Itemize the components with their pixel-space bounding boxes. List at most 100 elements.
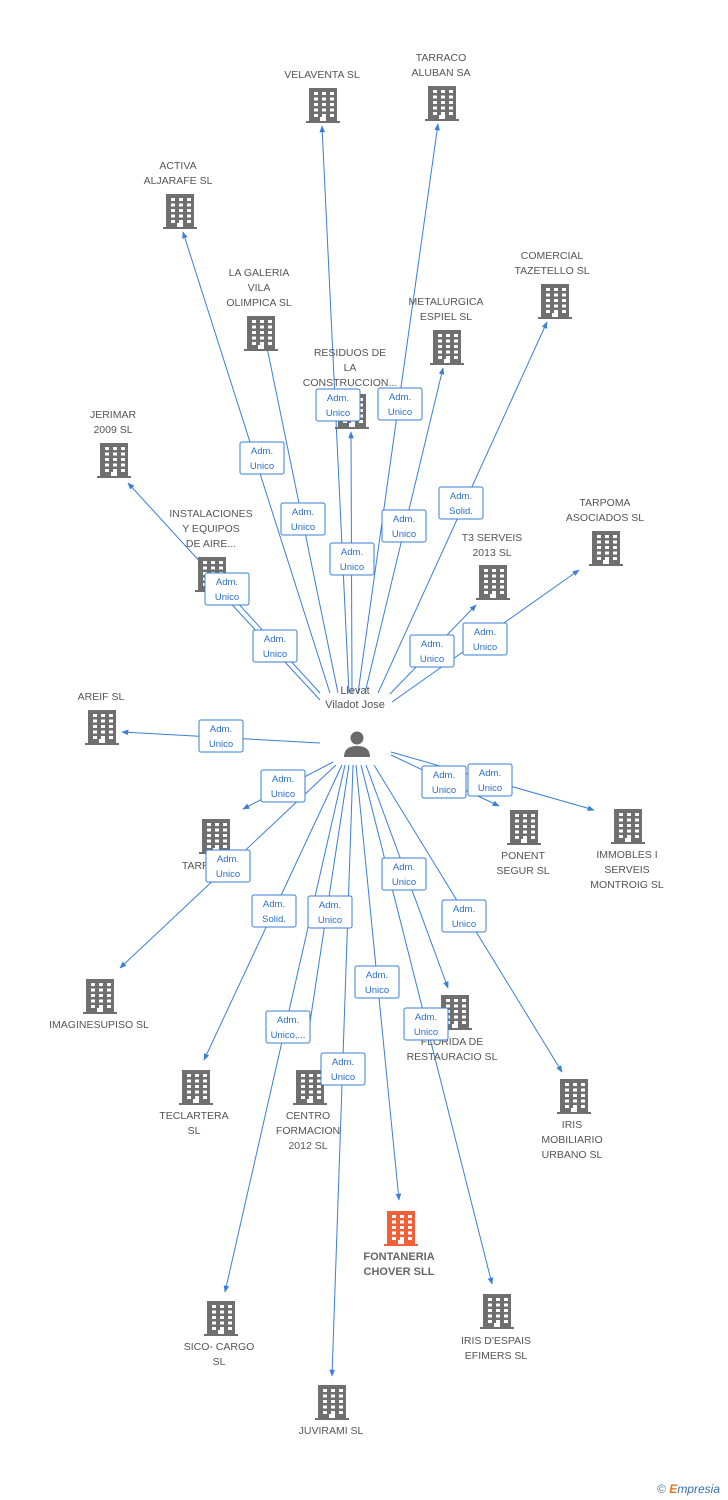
building-icon[interactable] (538, 284, 572, 319)
relation-text: Unico (420, 654, 444, 665)
building-icon[interactable] (83, 979, 117, 1014)
relation-box-florida: Adm. Unico (381, 857, 427, 891)
relation-box-ponent: Adm.Unico (421, 765, 467, 799)
relation-box-jerimar: Adm. Unico (204, 572, 250, 606)
relation-text: Adm. (421, 639, 443, 650)
relation-text: Adm. (450, 491, 472, 502)
relation-text: Adm. (327, 393, 349, 404)
relation-box-t3: Adm. Unico (409, 634, 455, 668)
building-icon[interactable] (507, 810, 541, 845)
company-label-juvirami[interactable]: JUVIRAMI SL (299, 1425, 364, 1437)
relation-text: Unico (271, 789, 295, 800)
building-icon[interactable] (315, 1385, 349, 1420)
relation-text: Adm. (217, 854, 239, 865)
company-label-velaventa[interactable]: VELAVENTA SL (284, 69, 360, 81)
building-icon[interactable] (384, 1211, 418, 1246)
company-label-imaginesupiso[interactable]: IMAGINESUPISO SL (49, 1019, 149, 1031)
relation-text: Unico (392, 529, 416, 540)
building-icon[interactable] (204, 1301, 238, 1336)
building-icon[interactable] (163, 194, 197, 229)
building-icon[interactable] (199, 819, 233, 854)
relation-text: Adm. (393, 514, 415, 525)
copyright-icon: © (657, 1482, 666, 1496)
building-icon[interactable] (85, 710, 119, 745)
relation-text: Adm. (453, 904, 475, 915)
relation-text: Adm. (393, 862, 415, 873)
relation-text: Adm. (216, 577, 238, 588)
relation-text: Solid. (449, 506, 473, 517)
person-icon[interactable] (344, 731, 370, 758)
relation-text: Unico (388, 407, 412, 418)
building-icon[interactable] (306, 88, 340, 123)
building-icon[interactable] (611, 809, 645, 844)
relation-text: Adm. (319, 900, 341, 911)
building-icon[interactable] (476, 565, 510, 600)
relation-box-teclartera: Adm.Solid. (251, 894, 297, 928)
company-label-areif[interactable]: AREIF SL (78, 691, 125, 703)
relation-box-instalaciones: Adm.Unico (252, 629, 298, 663)
relation-text: Unico (291, 522, 315, 533)
relation-text: Unico (326, 408, 350, 419)
relation-box-tarraco_sl: Adm. Unico (260, 769, 306, 803)
building-icon[interactable] (480, 1294, 514, 1329)
building-icon[interactable] (244, 316, 278, 351)
relation-text: Unico (215, 592, 239, 603)
relation-box-activa: Adm. Unico (239, 441, 285, 475)
relation-text: Adm. (474, 627, 496, 638)
relation-text: Unico (331, 1072, 355, 1083)
relation-text: Unico (478, 783, 502, 794)
relation-text: Unico (365, 985, 389, 996)
building-icon[interactable] (179, 1070, 213, 1105)
relation-box-iris_esp: Adm.Unico (403, 1007, 449, 1041)
building-icon[interactable] (430, 330, 464, 365)
relation-text: Adm. (264, 634, 286, 645)
footer-brand: © Empresia (657, 1482, 720, 1496)
relation-text: Unico (432, 785, 456, 796)
relation-text: Adm. (292, 507, 314, 518)
relation-box-velaventa: Adm. Unico (315, 388, 361, 422)
building-icon[interactable] (557, 1079, 591, 1114)
relation-text: Adm. (415, 1012, 437, 1023)
building-icon[interactable] (589, 531, 623, 566)
relation-text: Adm. (341, 547, 363, 558)
building-icon[interactable] (293, 1070, 327, 1105)
relation-box-immobles: Adm.Unico (467, 763, 513, 797)
relation-text: Unico (250, 461, 274, 472)
relation-box-metalurgica: Adm. Unico (381, 509, 427, 543)
relation-box-centro: Adm.Unico (307, 895, 353, 929)
relation-box-imaginesupiso: Adm.Unico (205, 849, 251, 883)
relation-box-residuos: Adm.Unico (329, 542, 375, 576)
brand-name: mpresia (677, 1482, 720, 1496)
relation-text: Adm. (272, 774, 294, 785)
relation-box-fontaneria: Adm. Unico (354, 965, 400, 999)
relation-text: Adm. (263, 899, 285, 910)
relation-text: Adm. (366, 970, 388, 981)
relation-box-iris_mob: Adm.Unico (441, 899, 487, 933)
relation-text: Unico (392, 877, 416, 888)
brand-initial: E (669, 1482, 678, 1496)
building-icon[interactable] (425, 86, 459, 121)
relation-text: Adm. (251, 446, 273, 457)
building-icon[interactable] (97, 443, 131, 478)
relation-text: Adm. (332, 1057, 354, 1068)
